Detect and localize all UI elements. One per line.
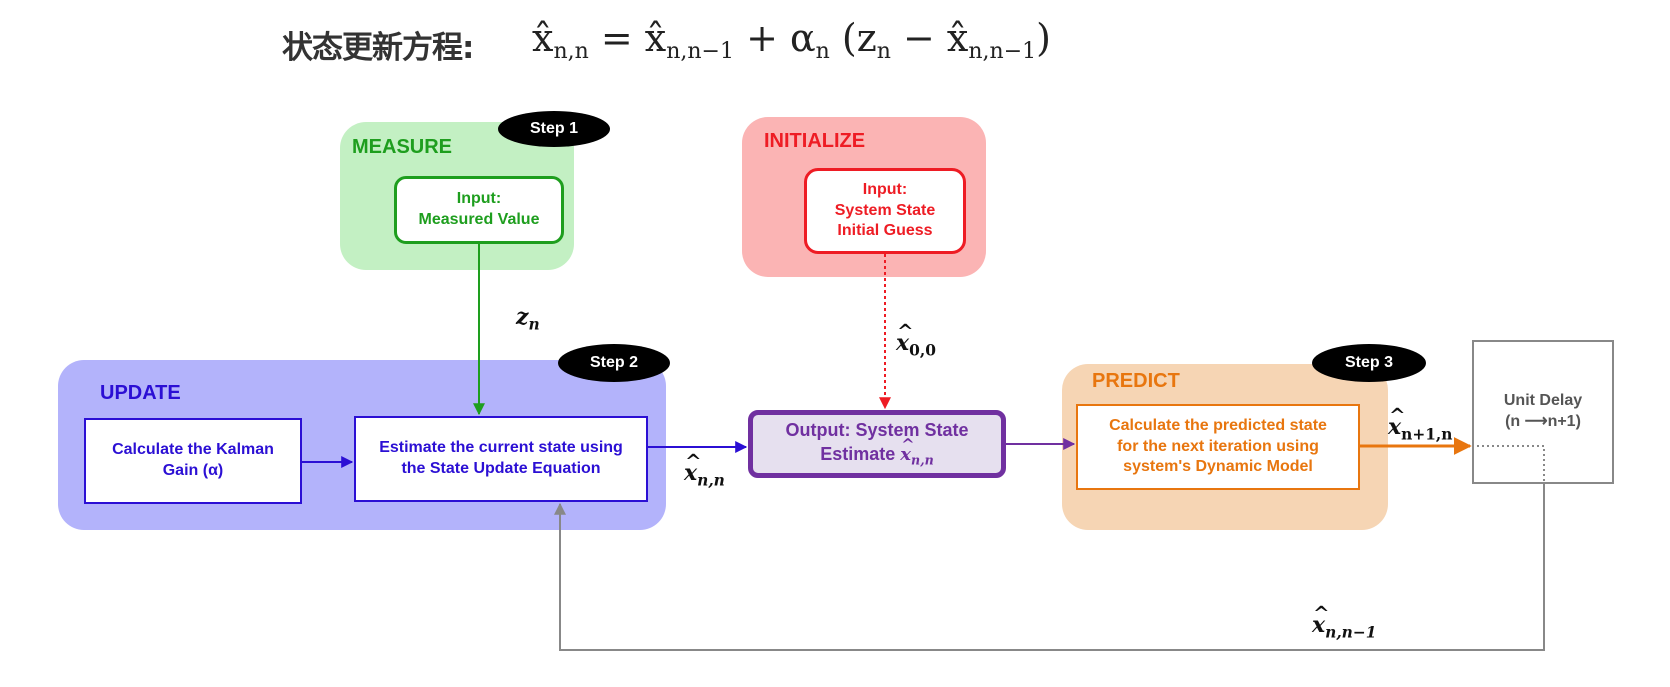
- predict-title: PREDICT: [1092, 370, 1180, 392]
- kalman-gain-box: Calculate the Kalman Gain (α): [84, 418, 302, 504]
- z-n-label: zn: [516, 304, 540, 334]
- step-2-badge: Step 2: [558, 344, 670, 382]
- measure-title: MEASURE: [352, 136, 453, 158]
- initial-guess-box: Input: System State Initial Guess: [804, 168, 966, 254]
- header-title: 状态更新方程:: [282, 30, 474, 66]
- feedback-arrow: [554, 484, 1545, 651]
- x-n-n-label: xn,n: [684, 449, 725, 489]
- step-3-badge: Step 3: [1312, 344, 1426, 382]
- delay-internal-dotted: [1472, 445, 1545, 484]
- x-0-0-label: x0,0: [896, 319, 936, 359]
- step-1-badge: Step 1: [498, 111, 610, 147]
- estimate-state-box: Estimate the current state using the Sta…: [354, 416, 648, 502]
- measured-value-box: Input: Measured Value: [394, 176, 564, 244]
- x-n-plus-1-n-label: xn+1,n: [1388, 403, 1452, 443]
- predict-state-box: Calculate the predicted state for the ne…: [1076, 404, 1360, 490]
- unit-delay-label: Unit Delay: [1503, 392, 1583, 410]
- update-title: UPDATE: [100, 382, 181, 404]
- x-n-n-minus-1-label: xn,n−1: [1312, 601, 1376, 641]
- initialize-title: INITIALIZE: [764, 130, 866, 152]
- state-update-equation: x̂n,n = x̂n,n−1 + αn (zn − x̂n,n−1): [532, 16, 1051, 64]
- output-line-2: Estimate xn,n: [820, 434, 933, 469]
- unit-delay-step: (n ⟶n+1): [1505, 413, 1581, 430]
- output-estimate-box: Output: System State Estimate xn,n: [748, 410, 1006, 478]
